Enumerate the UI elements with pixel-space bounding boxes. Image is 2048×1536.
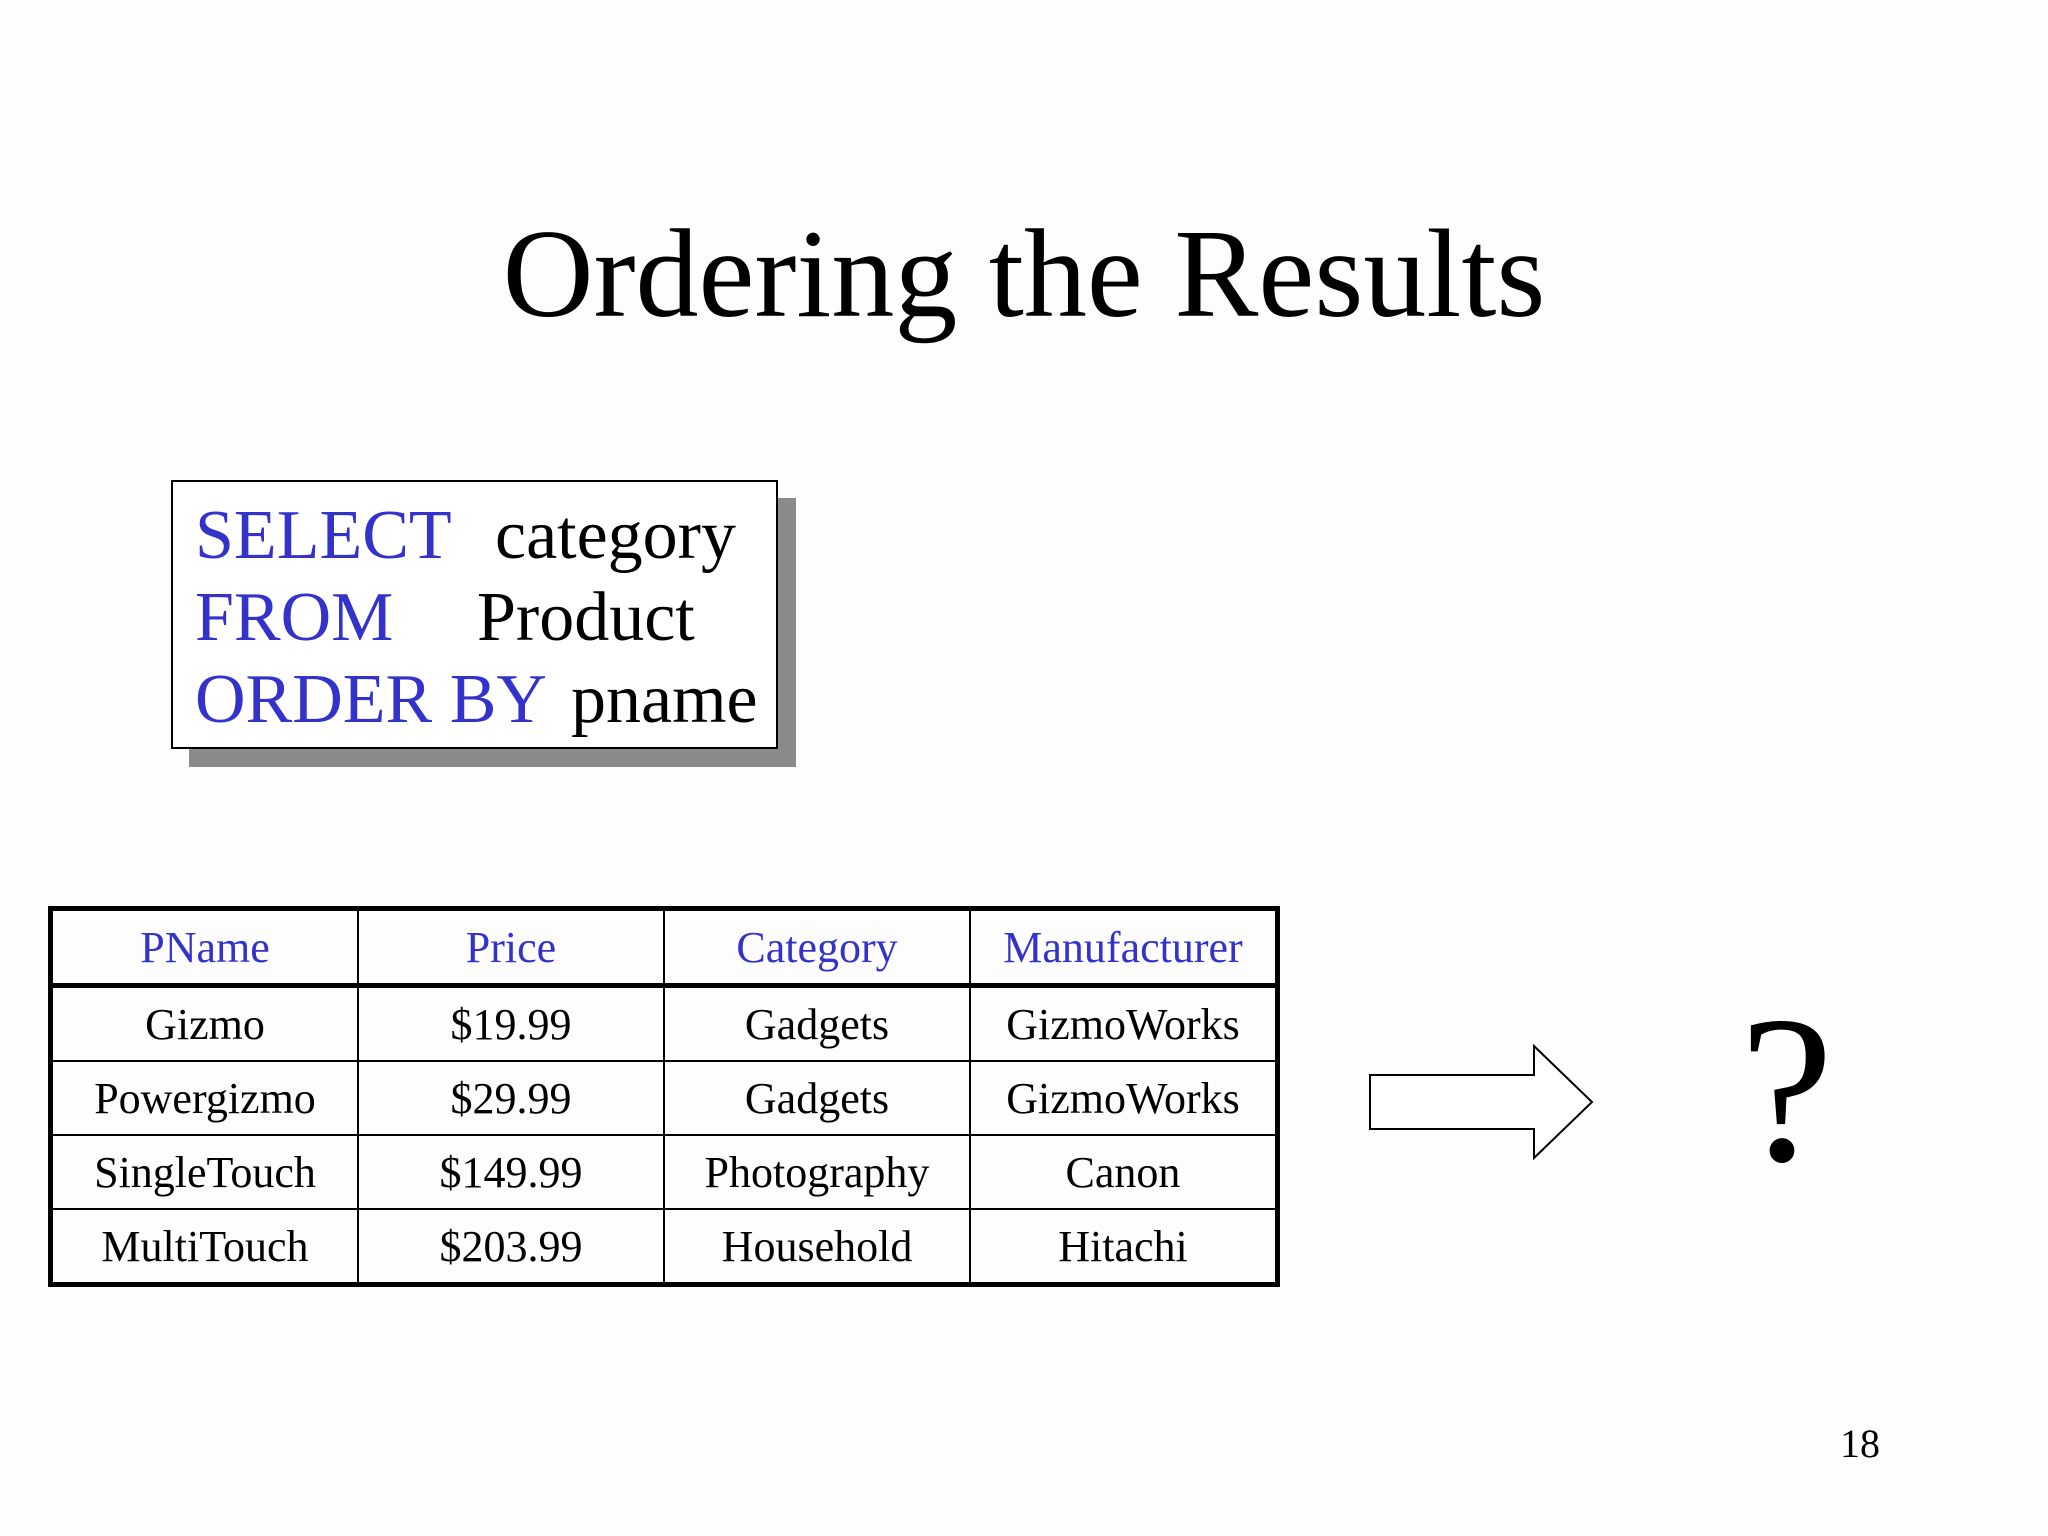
table-cell: MultiTouch — [49, 1208, 359, 1286]
table-cell: GizmoWorks — [969, 984, 1279, 1062]
table-cell: $19.99 — [357, 984, 665, 1062]
table-cell: Powergizmo — [49, 1060, 359, 1136]
table-cell: $149.99 — [357, 1134, 665, 1210]
table-cell: Gadgets — [663, 1060, 971, 1136]
table-row: Gizmo $19.99 Gadgets GizmoWorks — [49, 984, 1279, 1062]
table-cell: $29.99 — [357, 1060, 665, 1136]
table-row: MultiTouch $203.99 Household Hitachi — [49, 1208, 1279, 1286]
table-row: SingleTouch $149.99 Photography Canon — [49, 1134, 1279, 1210]
table-cell: Hitachi — [969, 1208, 1279, 1286]
column-header-category: Category — [663, 907, 971, 988]
table-cell: Gizmo — [49, 984, 359, 1062]
table-cell: Household — [663, 1208, 971, 1286]
table-row: Powergizmo $29.99 Gadgets GizmoWorks — [49, 1060, 1279, 1136]
right-arrow-icon — [1369, 1044, 1594, 1160]
table-header-row: PName Price Category Manufacturer — [49, 907, 1279, 988]
column-header-pname: PName — [49, 907, 359, 988]
page-number: 18 — [1840, 1421, 1880, 1466]
column-header-manufacturer: Manufacturer — [969, 907, 1279, 988]
order-by-argument: pname — [571, 661, 758, 738]
sql-query-box: SELECT category FROM Product ORDER BY pn… — [171, 480, 778, 749]
column-header-price: Price — [357, 907, 665, 988]
result-question-mark: ? — [1740, 974, 1834, 1206]
table-cell: $203.99 — [357, 1208, 665, 1286]
table-cell: Gadgets — [663, 984, 971, 1062]
table-cell: SingleTouch — [49, 1134, 359, 1210]
select-argument: category — [495, 497, 736, 574]
product-table: PName Price Category Manufacturer Gizmo … — [48, 906, 1280, 1287]
table-cell: Photography — [663, 1134, 971, 1210]
from-argument: Product — [477, 579, 695, 656]
select-keyword: SELECT — [195, 497, 452, 574]
from-keyword: FROM — [195, 579, 394, 656]
slide-title: Ordering the Results — [502, 205, 1546, 344]
table-cell: GizmoWorks — [969, 1060, 1279, 1136]
table-cell: Canon — [969, 1134, 1279, 1210]
order-by-keyword: ORDER BY — [195, 661, 547, 738]
